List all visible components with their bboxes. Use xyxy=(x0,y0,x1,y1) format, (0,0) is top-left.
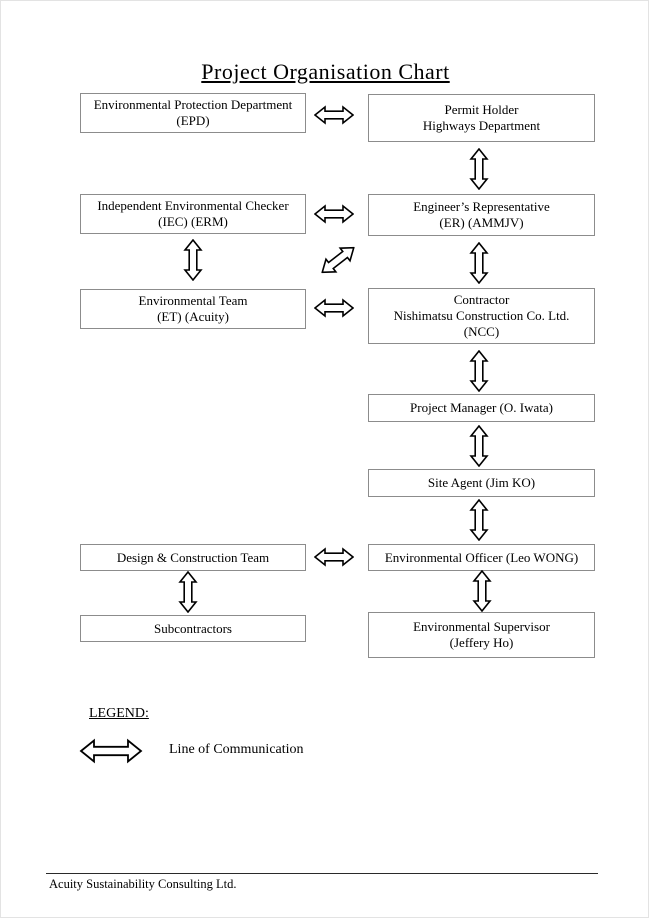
box-line: Site Agent (Jim KO) xyxy=(427,475,536,490)
box-line: (Jeffery Ho) xyxy=(449,635,514,650)
box-project-manager: Project Manager (O. Iwata) xyxy=(368,394,595,422)
box-environmental-team: Environmental Team (ET) (Acuity) xyxy=(80,289,306,329)
box-line: Project Manager (O. Iwata) xyxy=(410,400,553,415)
box-line: (ER) (AMMJV) xyxy=(439,215,524,230)
box-line: Engineer’s Representative xyxy=(413,199,550,214)
box-line: Subcontractors xyxy=(154,620,232,636)
box-line: Design & Construction Team xyxy=(116,549,270,565)
legend-line-of-communication-arrow-icon xyxy=(79,738,143,764)
communication-arrow-officer-supervisor-icon xyxy=(472,570,492,612)
communication-arrow-iec-et-icon xyxy=(183,239,203,281)
box-environmental-supervisor: Environmental Supervisor (Jeffery Ho) xyxy=(368,612,595,658)
box-engineers-representative: Engineer’s Representative (ER) (AMMJV) xyxy=(368,194,595,236)
box-line: Environmental Team xyxy=(138,293,248,308)
box-line: Highways Department xyxy=(422,118,541,133)
legend-line-of-communication-label: Line of Communication xyxy=(169,742,304,757)
legend-heading: LEGEND: xyxy=(89,706,149,721)
box-contractor: Contractor Nishimatsu Construction Co. L… xyxy=(368,288,595,344)
box-line: (EPD) xyxy=(176,113,210,128)
communication-arrow-er-contractor-icon xyxy=(469,242,489,284)
communication-arrow-contractor-pm-icon xyxy=(469,350,489,392)
box-line: Independent Environmental Checker xyxy=(97,198,289,213)
box-line: Environmental Protection Department xyxy=(93,97,293,112)
communication-arrow-design-subcontractors-icon xyxy=(178,571,198,613)
footer-company-name: Acuity Sustainability Consulting Ltd. xyxy=(49,877,237,891)
box-line: Environmental Officer (Leo WONG) xyxy=(384,549,579,565)
box-environmental-officer: Environmental Officer (Leo WONG) xyxy=(368,544,595,571)
footer-divider xyxy=(46,873,598,874)
box-line: Environmental Supervisor xyxy=(413,619,550,634)
communication-arrow-et-contractor-icon xyxy=(314,298,354,318)
box-environmental-protection-department: Environmental Protection Department (EPD… xyxy=(80,93,306,133)
box-site-agent: Site Agent (Jim KO) xyxy=(368,469,595,497)
box-permit-holder: Permit Holder Highways Department xyxy=(368,94,595,142)
communication-arrow-permit-er-icon xyxy=(469,148,489,190)
box-line: (ET) (Acuity) xyxy=(157,309,229,324)
box-line: (IEC) (ERM) xyxy=(158,214,228,229)
box-design-construction-team: Design & Construction Team xyxy=(80,544,306,571)
communication-arrow-diagonal-et-er-icon xyxy=(315,239,360,281)
communication-arrow-pm-site-agent-icon xyxy=(469,425,489,467)
box-independent-environmental-checker: Independent Environmental Checker (IEC) … xyxy=(80,194,306,234)
box-line: Contractor xyxy=(453,292,510,307)
communication-arrow-iec-er-icon xyxy=(314,204,354,224)
communication-arrow-epd-permit-icon xyxy=(314,105,354,125)
box-subcontractors: Subcontractors xyxy=(80,615,306,642)
communication-arrow-site-agent-officer-icon xyxy=(469,499,489,541)
communication-arrow-design-officer-icon xyxy=(314,547,354,567)
box-line: Permit Holder xyxy=(444,102,519,117)
box-line: (NCC) xyxy=(463,324,500,339)
box-line: Nishimatsu Construction Co. Ltd. xyxy=(393,308,570,323)
page-title: Project Organisation Chart xyxy=(201,59,450,84)
